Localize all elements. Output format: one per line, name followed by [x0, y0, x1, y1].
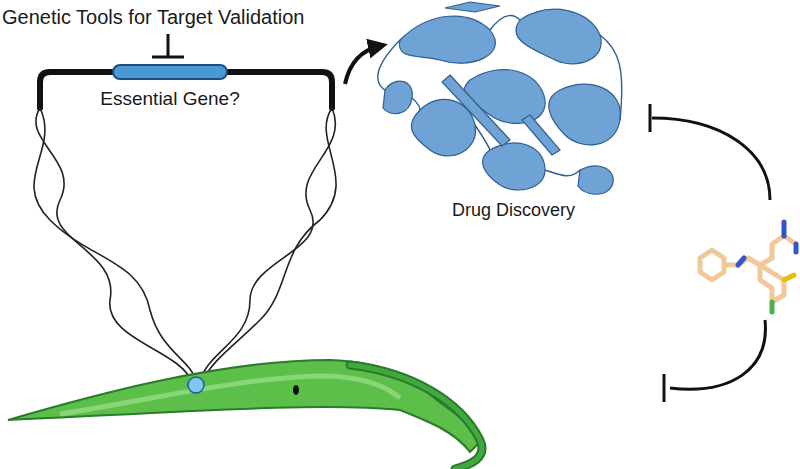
inhibition-arc	[664, 320, 765, 402]
drug-molecule	[700, 222, 796, 312]
process-label: Drug Discovery	[452, 200, 575, 221]
trypanosome	[8, 360, 482, 469]
protein-loops	[378, 16, 622, 176]
inhibition-bar	[152, 34, 184, 57]
gene-shape	[112, 64, 228, 80]
inhibition-arc	[650, 104, 770, 200]
chromatin-lines	[34, 108, 336, 382]
gene-label: Essential Gene?	[100, 88, 239, 110]
nucleus	[188, 377, 204, 393]
gene-bar: Essential Gene?	[112, 64, 228, 80]
gene-rect	[113, 65, 227, 79]
flow-arrow	[345, 46, 380, 84]
heading-label: Genetic Tools for Target Validation	[2, 6, 304, 29]
kinetoplast	[293, 385, 299, 395]
protein-structure	[383, 2, 620, 194]
